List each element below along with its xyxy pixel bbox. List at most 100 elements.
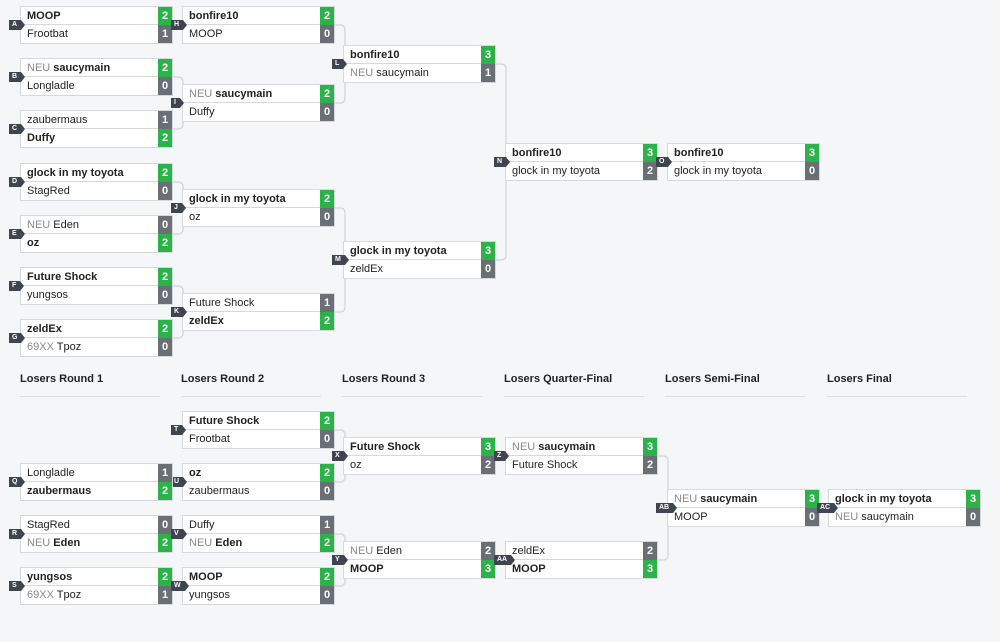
match-identifier-badge[interactable]: X [332, 451, 348, 461]
match-identifier-badge[interactable]: C [9, 124, 26, 134]
match-identifier-badge[interactable]: AB [656, 503, 678, 513]
match-identifier-badge[interactable]: T [171, 425, 187, 435]
match-identifier-badge[interactable]: M [332, 255, 349, 265]
match-identifier-badge[interactable]: AA [494, 555, 516, 565]
match-identifier-badge[interactable]: Q [9, 477, 27, 487]
match-identifier-badge[interactable]: J [171, 203, 186, 213]
match-identifier-badge[interactable]: Z [494, 451, 510, 461]
match-identifier-badge[interactable]: D [9, 177, 26, 187]
match-identifier-badge[interactable]: O [656, 157, 674, 167]
match-identifier-badge[interactable]: R [9, 529, 26, 539]
match-identifier-badge[interactable]: S [9, 581, 25, 591]
match-identifier-badge[interactable]: U [171, 477, 188, 487]
match-identifier-badge[interactable]: Y [332, 555, 348, 565]
match-identifier-badge[interactable]: I [171, 98, 184, 108]
match-identifier-badge[interactable]: F [9, 281, 25, 291]
match-identifier-badge[interactable]: B [9, 72, 26, 82]
match-identifier-badge[interactable]: K [171, 307, 188, 317]
match-identifier-badge[interactable]: AC [817, 503, 839, 513]
match-identifier-badge[interactable]: H [171, 20, 188, 30]
match-identifier-badge[interactable]: N [494, 157, 511, 167]
match-identifier-badge[interactable]: W [171, 581, 189, 591]
match-identifier-badge[interactable]: G [9, 333, 27, 343]
